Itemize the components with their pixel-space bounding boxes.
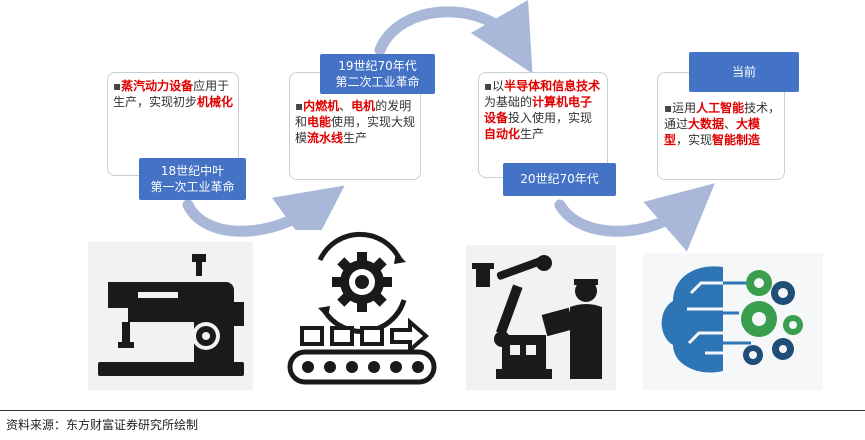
- desc-segment: 投入使用，实现: [508, 111, 593, 125]
- highlight-term: 内燃机: [303, 99, 340, 113]
- sewing-machine-icon: [98, 254, 244, 376]
- bullet-icon: ▪: [113, 79, 122, 93]
- arrow-stage1-to-2: [182, 185, 345, 252]
- highlight-term: 半导体和信息技术: [504, 79, 601, 93]
- desc-segment: 、: [339, 99, 352, 113]
- stage2-title: 第二次工业革命: [335, 75, 420, 89]
- highlight-term: 蒸汽动力设备: [121, 79, 194, 93]
- stage3-card: [478, 72, 608, 178]
- stage3-era: 20世纪70年代: [520, 172, 599, 186]
- desc-segment: 以: [492, 79, 505, 93]
- stage2-desc-text: 内燃机、电机的发明和电能使用，实现大规模流水线生产: [295, 99, 415, 145]
- desc-segment: 为基础的: [484, 95, 533, 109]
- arrow-stage3-to-4: [554, 183, 715, 252]
- highlight-term: 自动化: [484, 127, 521, 141]
- stage1-era: 18世纪中叶: [160, 164, 225, 178]
- source-note: 资料来源：东方财富证券研究所绘制: [6, 418, 199, 432]
- desc-segment: 技术，通过: [664, 101, 781, 131]
- highlight-term: 流水线: [307, 131, 344, 145]
- source-divider: [0, 410, 865, 411]
- highlight-term: 智能制造: [712, 133, 761, 147]
- stage2-description: ▪内燃机、电机的发明和电能使用，实现大规模流水线生产: [295, 98, 417, 146]
- stage4-era: 当前: [731, 65, 756, 79]
- stage3-description: ▪以半导体和信息技术为基础的计算机电子设备投入使用，实现自动化生产: [484, 78, 604, 142]
- stage1-description: ▪蒸汽动力设备应用于生产，实现初步机械化: [113, 78, 235, 110]
- stage1-desc-text: 蒸汽动力设备应用于生产，实现初步机械化: [113, 79, 233, 109]
- desc-segment: 应用于生产，实现初步: [113, 79, 230, 109]
- sewing-machine-illustration: [88, 242, 253, 390]
- highlight-term: 计算机电子设备: [484, 95, 593, 125]
- automation-illustration: [466, 245, 616, 390]
- highlight-term: 人工智能: [696, 101, 745, 115]
- stage3-desc-text: 以半导体和信息技术为基础的计算机电子设备投入使用，实现自动化生产: [484, 79, 600, 141]
- desc-segment: 使用，实现大规模: [295, 115, 416, 145]
- bullet-icon: ▪: [484, 79, 493, 93]
- desc-segment: 、: [724, 117, 737, 131]
- stage3-header: 20世纪70年代: [503, 163, 616, 196]
- stage2-header: 19世纪70年代 第二次工业革命: [320, 54, 435, 94]
- robot-arm-worker-icon: [472, 255, 602, 379]
- desc-segment: 生产: [343, 131, 368, 145]
- highlight-term: 电机: [351, 99, 376, 113]
- highlight-term: 大数据: [688, 117, 725, 131]
- stage1-title: 第一次工业革命: [150, 180, 235, 194]
- desc-segment: 运用: [672, 101, 697, 115]
- ai-brain-illustration: [643, 253, 823, 390]
- ai-brain-icon: [661, 266, 803, 373]
- assembly-line-illustration: [282, 230, 442, 390]
- conveyor-gear-icon: [287, 231, 437, 385]
- stage4-desc-text: 运用人工智能技术，通过大数据、大模型，实现智能制造: [664, 101, 780, 147]
- bullet-icon: ▪: [295, 99, 304, 113]
- arrow-stage2-to-3: [374, 0, 533, 74]
- stage1-header: 18世纪中叶 第一次工业革命: [139, 158, 246, 200]
- highlight-term: 机械化: [197, 95, 234, 109]
- highlight-term: 大模型: [664, 117, 761, 147]
- bullet-icon: ▪: [664, 101, 673, 115]
- desc-segment: 生产: [520, 127, 545, 141]
- stage4-description: ▪运用人工智能技术，通过大数据、大模型，实现智能制造: [664, 100, 782, 148]
- desc-segment: 的发明和: [295, 99, 412, 129]
- highlight-term: 电能: [307, 115, 332, 129]
- stage2-era: 19世纪70年代: [338, 59, 417, 73]
- stage4-header: 当前: [689, 52, 799, 92]
- desc-segment: ，实现: [676, 133, 713, 147]
